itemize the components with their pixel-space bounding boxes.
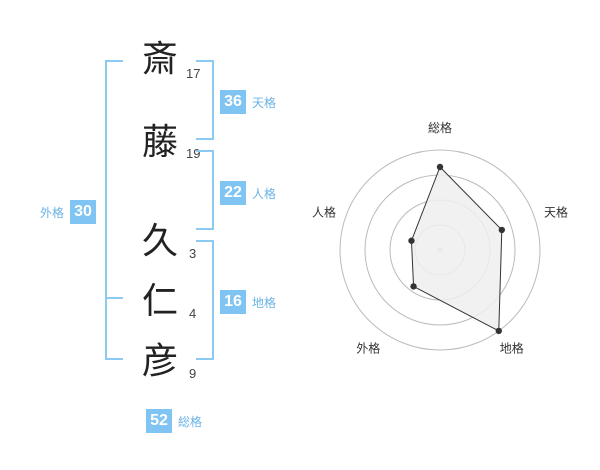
chikaku-badge: 16 地格 bbox=[220, 290, 276, 314]
jinkaku-value: 22 bbox=[220, 181, 246, 205]
radar-axis-label-5: 人格 bbox=[312, 204, 336, 219]
soukaku-badge: 52 総格 bbox=[146, 409, 202, 433]
jinkaku-label: 人格 bbox=[252, 186, 277, 201]
name-char-3: 久 bbox=[141, 221, 178, 262]
radar-point-2 bbox=[498, 226, 506, 234]
radar-axis-label-4: 外格 bbox=[356, 341, 380, 356]
gaikaku-value: 30 bbox=[70, 200, 97, 224]
radar-area bbox=[410, 166, 503, 332]
tenkaku-value: 36 bbox=[220, 90, 246, 114]
stroke-count-5: 9 bbox=[189, 366, 197, 381]
tenkaku-label: 天格 bbox=[252, 95, 277, 110]
radar-point-3 bbox=[495, 327, 502, 335]
soukaku-label: 総格 bbox=[178, 414, 203, 429]
gaikaku-bracket bbox=[105, 60, 123, 360]
name-char-1: 斎 bbox=[141, 39, 178, 80]
gaikaku-label: 外格 bbox=[40, 205, 65, 220]
tenkaku-badge: 36 天格 bbox=[220, 90, 276, 114]
name-char-5: 彦 bbox=[141, 341, 178, 382]
radar-axis-label-2: 天格 bbox=[544, 204, 568, 219]
jinkaku-badge: 22 人格 bbox=[220, 181, 276, 205]
soukaku-value: 52 bbox=[146, 409, 172, 433]
tenkaku-bracket bbox=[196, 60, 214, 140]
stroke-count-2: 19 bbox=[186, 146, 201, 161]
radar-point-1 bbox=[436, 163, 444, 171]
gaikaku-badge: 30 外格 bbox=[40, 200, 97, 224]
chikaku-value: 16 bbox=[220, 290, 246, 314]
stroke-count-4: 4 bbox=[189, 306, 197, 321]
radar-axis-label-3: 地格 bbox=[500, 341, 524, 356]
chikaku-label: 地格 bbox=[252, 295, 277, 310]
radar-ring-4 bbox=[339, 149, 541, 351]
stroke-count-1: 17 bbox=[186, 66, 201, 81]
gaikaku-bracket-mid-tick bbox=[105, 297, 123, 299]
name-char-2: 藤 bbox=[141, 122, 178, 163]
jinkaku-bracket bbox=[196, 150, 214, 230]
name-char-4: 仁 bbox=[141, 281, 178, 322]
stroke-count-3: 3 bbox=[189, 246, 197, 261]
radar-axis-label-1: 総格 bbox=[428, 120, 452, 135]
radar-point-5 bbox=[408, 237, 415, 244]
chikaku-bracket bbox=[196, 240, 214, 360]
radar-point-4 bbox=[410, 283, 417, 290]
